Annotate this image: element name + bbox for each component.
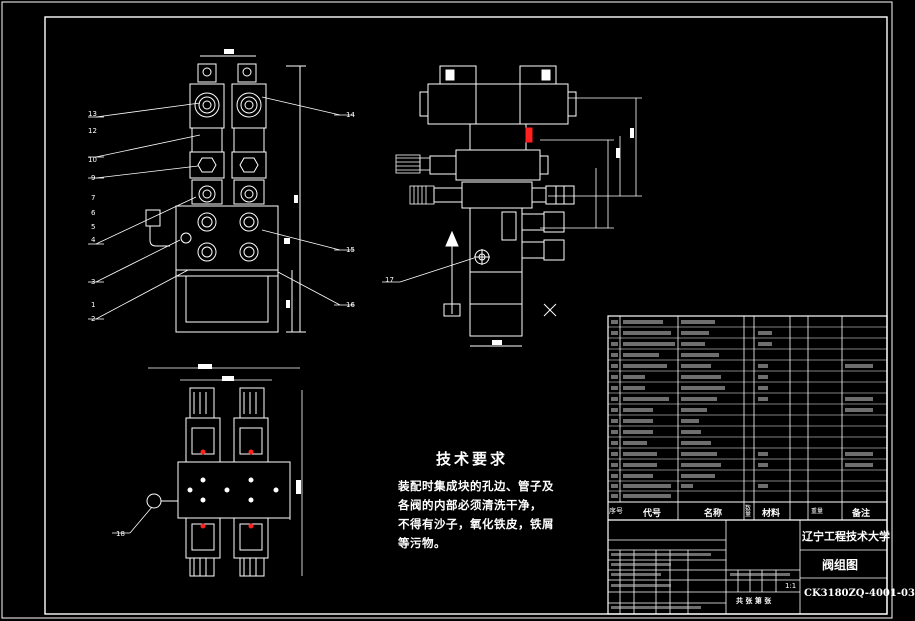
part-label-18: 18 (116, 530, 125, 538)
top-view (112, 364, 303, 577)
front-view (145, 49, 306, 333)
sheet-text: 共 张 第 张 (736, 597, 772, 605)
technical-requirements-line-2: 各阀的内部必须清洗干净， (398, 498, 542, 512)
part-label-5: 5 (91, 223, 95, 231)
part-label-13: 13 (88, 110, 97, 118)
drawing-number: CK3180ZQ-4001-03 (804, 588, 915, 599)
part-label-16: 16 (346, 301, 355, 309)
part-label-4: 4 (91, 236, 96, 244)
header-qty: 数量 (745, 505, 752, 518)
technical-requirements-line-1: 装配时集成块的孔边、管子及 (398, 479, 554, 493)
leader-lines-left (95, 96, 341, 320)
header-name: 名称 (704, 509, 723, 519)
university-name: 辽宁工程技术大学 (802, 530, 890, 543)
technical-requirements-title: 技术要求 (435, 450, 508, 468)
drawing-name: 阀组图 (822, 558, 859, 572)
part-label-14: 14 (346, 111, 355, 119)
part-label-17: 17 (385, 276, 394, 284)
part-label-10: 10 (88, 156, 97, 164)
parts-list-rows (608, 326, 887, 492)
assembly-drawing: 13 12 10 9 7 6 5 4 3 1 2 14 15 16 17 18 (1, 1, 893, 619)
part-label-15: 15 (346, 246, 355, 254)
part-label-12: 12 (88, 127, 97, 135)
header-seq: 序号 (609, 507, 623, 515)
scale-value: 1:1 (785, 582, 797, 590)
technical-requirements-line-3: 不得有沙子，氧化铁皮，铁屑 (398, 517, 554, 531)
technical-requirements-line-4: 等污物。 (398, 536, 446, 550)
part-label-7: 7 (91, 194, 95, 202)
header-remark: 备注 (852, 509, 871, 519)
header-weight: 重量 (811, 508, 824, 515)
part-label-9: 9 (91, 174, 95, 182)
parts-list-fine-print (611, 320, 873, 609)
header-material: 材料 (762, 509, 781, 519)
part-label-ticks (88, 114, 354, 320)
part-label-2: 2 (91, 315, 95, 323)
parts-list (607, 315, 888, 615)
part-label-3: 3 (91, 278, 95, 286)
part-label-6: 6 (91, 209, 96, 217)
header-code: 代号 (643, 509, 662, 519)
part-label-1: 1 (91, 301, 95, 309)
side-view (382, 65, 642, 347)
technical-requirements: 技术要求 装配时集成块的孔边、管子及 各阀的内部必须清洗干净， 不得有沙子，氧化… (398, 448, 568, 553)
